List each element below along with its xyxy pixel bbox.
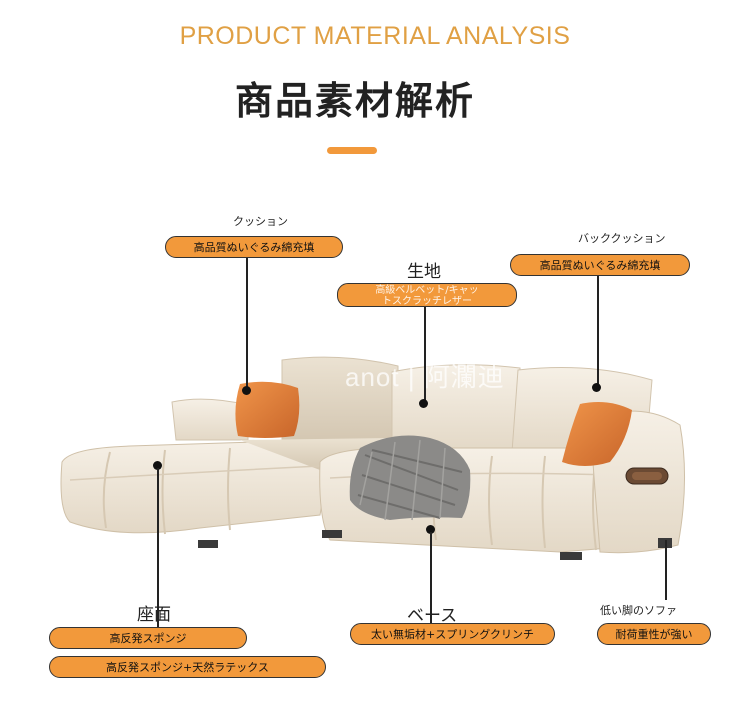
fabric-dot [419,399,428,408]
seat-dot [153,461,162,470]
legs-pill: 耐荷重性が強い [597,623,711,645]
title-en: PRODUCT MATERIAL ANALYSIS [179,22,571,50]
base-leader-line [430,532,432,644]
cushion-leader-line [246,258,248,388]
seat-pill-1: 高反発スポンジ [49,627,247,649]
seat-leader-line [157,468,159,646]
back-cushion-dot [592,383,601,392]
seat-pill-2: 高反発スポンジ+天然ラテックス [49,656,326,678]
base-pill: 太い無垢材+スプリングクリンチ [350,623,555,645]
cushion-dot [242,386,251,395]
fabric-pill: 高級ベルベット/キャッ トスクラッチレザー [337,283,517,307]
legs-leader-line [665,540,667,600]
legs-caption: 低い脚のソファ [600,604,677,617]
base-caption: ベース [407,606,458,626]
title-accent-bar [327,147,377,154]
title-jp: 商品素材解析 [234,79,475,123]
fabric-pill-line1: 高級ベルベット/キャッ [375,285,479,296]
base-dot [426,525,435,534]
back-cushion-caption: バッククッション [578,232,666,245]
cushion-pill: 高品質ぬいぐるみ綿充填 [165,236,343,258]
fabric-caption: 生地 [407,262,441,282]
seat-caption: 座面 [137,605,171,625]
back-cushion-leader-line [597,276,599,384]
cushion-caption: クッション [233,215,288,228]
back-cushion-pill: 高品質ぬいぐるみ綿充填 [510,254,690,276]
fabric-pill-line2: トスクラッチレザー [382,296,472,307]
fabric-leader-line [424,307,426,403]
